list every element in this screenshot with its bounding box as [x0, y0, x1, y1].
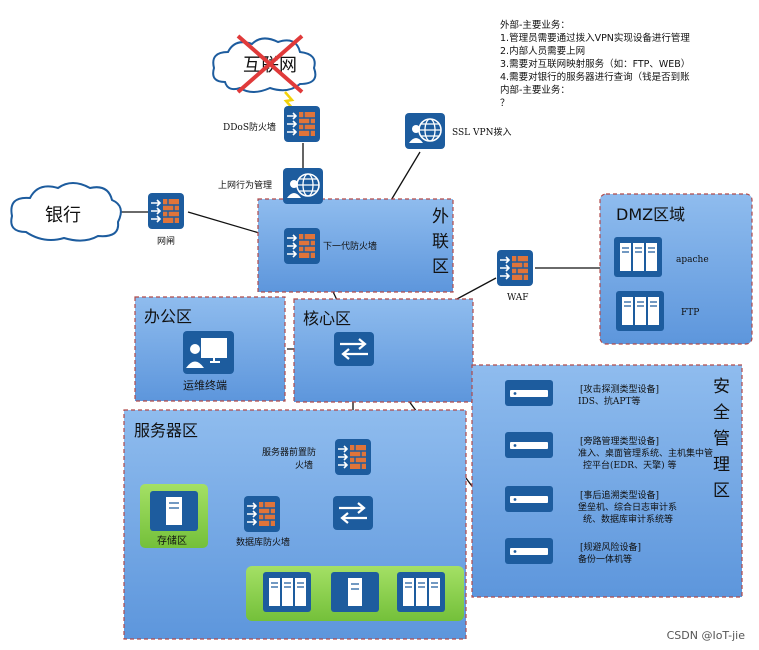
blocked-cross-icon	[236, 34, 304, 94]
storage-label: 存储区	[157, 534, 187, 547]
rack-device-icon	[505, 486, 553, 512]
core-switch[interactable]	[332, 330, 376, 368]
bank-cloud-label: 银行	[45, 205, 81, 226]
zone-dmz-title: DMZ区域	[616, 205, 685, 224]
lightning-icon	[283, 91, 295, 111]
security-item-line: 控平台(EDR、天擎) 等	[583, 459, 676, 471]
ftp-label: FTP	[681, 308, 699, 318]
server-1[interactable]	[262, 571, 312, 613]
waf-label: WAF	[507, 293, 529, 303]
zone-security-title: 安全管理区	[713, 377, 730, 501]
zone-core: 核心区	[293, 298, 474, 403]
zone-core-title: 核心区	[303, 309, 351, 328]
database-firewall-label: 数据库防火墙	[236, 536, 290, 548]
server-front-firewall[interactable]: 服务器前置防火墙	[262, 438, 372, 476]
rack-device-icon	[505, 538, 553, 564]
storage-device[interactable]: 存储区	[150, 491, 198, 547]
notes-panel: 外部-主要业务： 1.管理员需要通过拨入VPN实现设备进行管理 2.内部人员需要上…	[500, 19, 755, 110]
security-item-line: 堡垒机、综合日志审计系	[578, 501, 677, 513]
server-3[interactable]	[396, 571, 446, 613]
waf-device[interactable]: WAF	[496, 249, 534, 303]
notes-lines: 1.管理员需要通过拨入VPN实现设备进行管理 2.内部人员需要上网 3.需要对互联网…	[500, 32, 755, 110]
security-item-line: IDS、抗APT等	[578, 395, 641, 407]
notes-line: 内部-主要业务：	[500, 85, 570, 96]
zone-server-title: 服务器区	[134, 421, 198, 440]
security-item-line: 准入、桌面管理系统、主机集中管	[578, 447, 713, 459]
ops-terminal-label: 运维终端	[183, 378, 227, 392]
behavior-management-label: 上网行为管理	[218, 179, 272, 191]
ssl-vpn[interactable]: SSL VPN拨入	[404, 112, 511, 150]
bank-cloud: 银行	[10, 182, 122, 242]
security-item-title: [事后追溯类型设备]	[580, 489, 659, 501]
network-gap[interactable]: 网闸	[147, 192, 185, 247]
rack-device-icon	[505, 432, 553, 458]
security-item-title: [规避风险设备]	[580, 541, 641, 553]
database-firewall[interactable]: 数据库防火墙	[236, 495, 290, 548]
network-gap-label: 网闸	[157, 236, 175, 247]
server-front-firewall-label: 服务器前置防火墙	[262, 446, 316, 471]
notes-title: 外部-主要业务：	[500, 20, 570, 31]
apache-server[interactable]: apache	[613, 236, 709, 278]
internet-cloud: 互联网	[212, 34, 317, 111]
zone-waili-title: 外联区	[432, 207, 449, 277]
ssl-vpn-label: SSL VPN拨入	[452, 126, 511, 138]
security-item-line: 备份一体机等	[578, 553, 632, 565]
security-item-title: [旁路管理类型设备]	[580, 435, 659, 447]
notes-line: ？	[500, 98, 510, 109]
rack-device-icon	[505, 380, 553, 406]
ddos-firewall[interactable]: DDoS防火墙	[223, 105, 321, 143]
ddos-firewall-label: DDoS防火墙	[223, 121, 276, 133]
notes-line: 1.管理员需要通过拨入VPN实现设备进行管理	[500, 33, 690, 44]
security-item[interactable]: [攻击探测类型设备]IDS、抗APT等	[505, 380, 659, 407]
security-items: [攻击探测类型设备]IDS、抗APT等 [旁路管理类型设备]准入、桌面管理系统、主…	[505, 380, 713, 565]
server-switch[interactable]	[331, 494, 375, 532]
behavior-management[interactable]: 上网行为管理	[218, 167, 324, 205]
security-item-line: 统、数据库审计系统等	[583, 513, 673, 525]
next-gen-firewall[interactable]: 下一代防火墙	[283, 227, 377, 265]
security-item[interactable]: [规避风险设备]备份一体机等	[505, 538, 641, 565]
security-item-title: [攻击探测类型设备]	[580, 383, 659, 395]
notes-line: 2.内部人员需要上网	[500, 46, 586, 57]
apache-label: apache	[676, 255, 709, 265]
notes-line: 3.需要对互联网映射服务（如：FTP、WEB）	[500, 59, 691, 70]
notes-line: 4.需要对银行的服务器进行查询（钱是否到账	[500, 72, 690, 83]
ftp-server[interactable]: FTP	[615, 290, 699, 332]
watermark: CSDN @IoT-jie	[666, 629, 745, 642]
zone-office-title: 办公区	[144, 307, 192, 326]
user-icon	[190, 344, 200, 354]
next-gen-firewall-label: 下一代防火墙	[323, 240, 377, 252]
ops-terminal[interactable]: 运维终端	[183, 331, 234, 392]
